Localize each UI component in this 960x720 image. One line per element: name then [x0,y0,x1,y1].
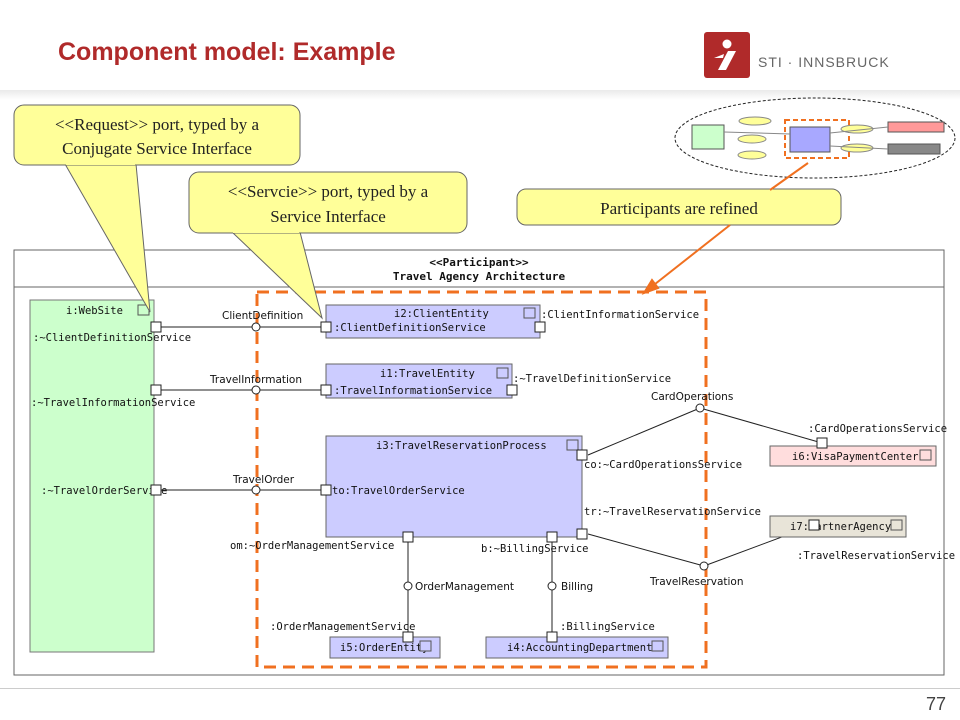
website-label: i:WebSite [66,305,123,317]
connector-label: TravelOrder [232,474,295,486]
client-entity-part [325,304,541,339]
port-label: :CardOperationsService [808,423,947,435]
component-icon [419,640,432,652]
participants-callout: Participants are refined [516,188,842,226]
callout-line: <<Servcie>> port, typed by a [228,182,429,201]
visa-label: i6:VisaPaymentCenter [792,451,918,463]
port-label: :~TravelInformationService [31,397,195,409]
callout-line: Service Interface [270,207,386,226]
component-icon [651,640,664,652]
component-icon [523,307,536,319]
partner-label: i7:PartnerAgency [790,521,891,533]
component-icon [496,367,509,379]
port-label: :OrderManagementService [270,621,415,633]
partner-agency-part [769,515,907,538]
port-label: :~TravelOrderService [41,485,167,497]
header-rule [0,90,960,100]
callout-line: <<Request>> port, typed by a [55,115,260,134]
travel-entity-label: i1:TravelEntity [380,368,475,380]
port-label: to:TravelOrderService [332,485,465,497]
website-part [29,299,155,653]
port-label: :ClientInformationService [541,309,699,321]
port-label: :~ClientDefinitionService [33,332,191,344]
component-icon [890,519,903,531]
participant-stereotype: <<Participant>> [429,256,529,269]
service-port-callout: <<Servcie>> port, typed by a Service Int… [188,171,468,320]
slide-title: Component model: Example [58,38,396,66]
accounting-label: i4:AccountingDepartment [507,642,652,654]
component-icon [566,439,579,451]
connector-label: ClientDefinition [222,310,303,322]
page-number: 77 [925,694,946,714]
port-label: :TravelInformationService [334,385,492,397]
port-label: :TravelReservationService [797,550,955,562]
travel-entity-part [325,363,513,399]
callout-line: Conjugate Service Interface [62,139,252,158]
client-entity-label: i2:ClientEntity [394,308,489,320]
port-label: co:~CardOperationsService [584,459,742,471]
refined-participants-box [255,290,708,669]
reservation-process-label: i3:TravelReservationProcess [376,440,547,452]
logo-text: STI · INNSBRUCK [758,54,890,70]
connector-label: Billing [561,581,593,593]
request-port-callout: <<Request>> port, typed by a Conjugate S… [13,104,301,313]
sti-logo-icon [704,32,750,78]
port-label: om:~OrderManagementService [230,540,394,552]
port-label: tr:~TravelReservationService [584,506,761,518]
port-label: :BillingService [560,621,655,633]
participants-callout-text: Participants are refined [600,199,758,218]
accounting-department-part [485,636,669,659]
order-entity-label: i5:OrderEntity [340,642,429,654]
component-icon [919,449,932,461]
port-label: b:~BillingService [481,543,588,555]
connector-label: TravelInformation [209,374,302,386]
participant-name: Travel Agency Architecture [393,270,566,283]
connector-label: TravelReservation [649,576,744,588]
overview-thumbnail [674,97,956,179]
connector-label: OrderManagement [415,581,514,593]
visa-payment-center-part [769,445,937,467]
connector-label: CardOperations [651,391,733,403]
port-label: :~TravelDefinitionService [513,373,671,385]
footer-rule [0,688,960,689]
connector-nodes [251,322,709,591]
port-label: :ClientDefinitionService [334,322,486,334]
port-squares [150,321,828,643]
refine-arrows [641,162,809,295]
travel-reservation-process-part [325,435,583,538]
